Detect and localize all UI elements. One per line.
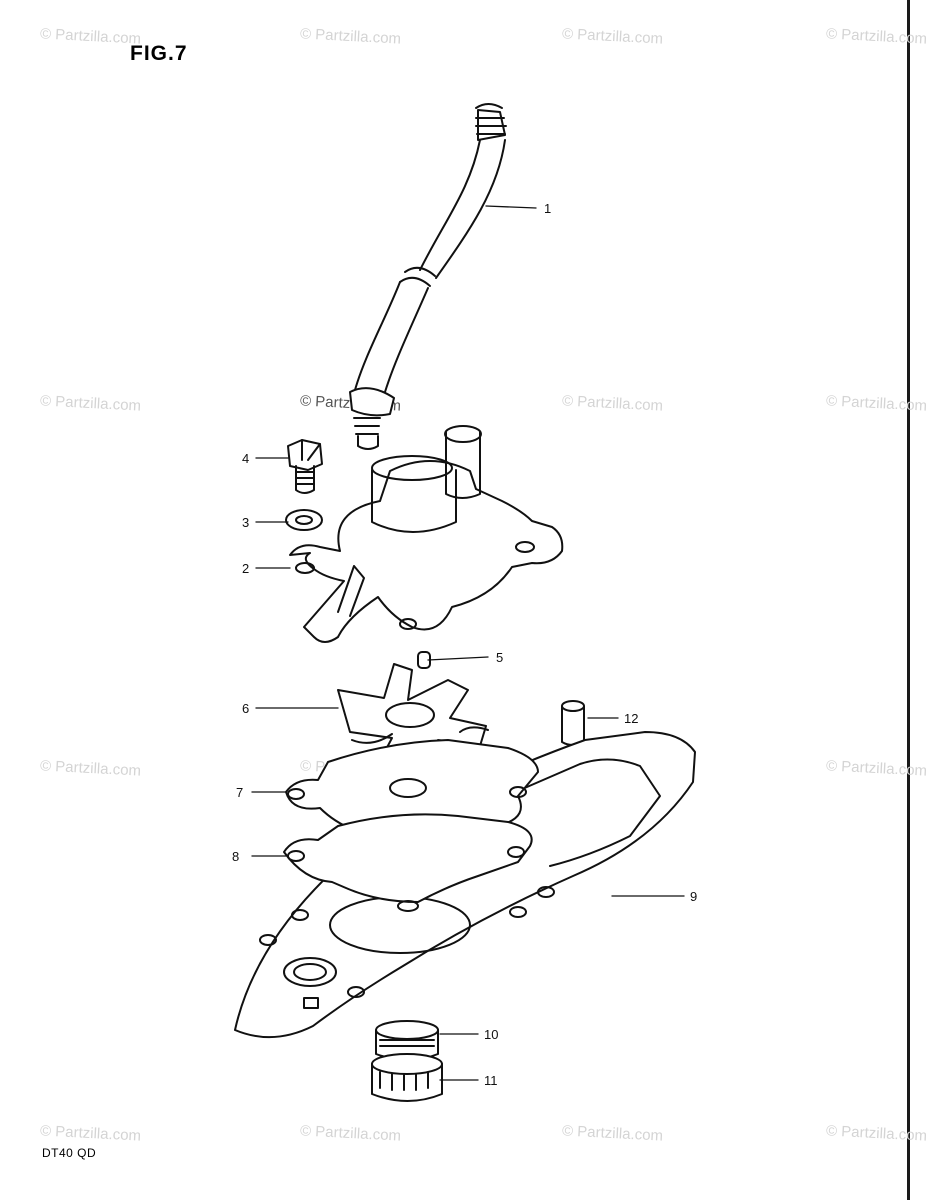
bearing-part[interactable] xyxy=(371,1053,443,1102)
gasket-lower-part[interactable] xyxy=(283,813,533,912)
dowel-pin-part[interactable] xyxy=(561,700,585,746)
callout-1: 1 xyxy=(544,201,552,216)
callout-6: 6 xyxy=(242,701,250,716)
callout-2: 2 xyxy=(242,561,250,576)
callout-4: 4 xyxy=(242,451,250,466)
water-tube-part[interactable] xyxy=(349,103,507,450)
bolt-part[interactable] xyxy=(287,439,323,494)
callout-11: 11 xyxy=(484,1073,498,1088)
figure-title: FIG.7 xyxy=(130,42,188,65)
callout-12: 12 xyxy=(624,711,639,726)
pump-case-part[interactable] xyxy=(289,425,564,643)
scan-edge-line xyxy=(907,0,910,1200)
callout-3: 3 xyxy=(242,515,250,530)
pump-plate-part[interactable] xyxy=(234,731,696,1039)
callout-7: 7 xyxy=(236,785,244,800)
callout-9: 9 xyxy=(690,889,698,904)
washer-part[interactable] xyxy=(285,509,323,531)
oil-seal-part[interactable] xyxy=(375,1020,439,1061)
callout-5: 5 xyxy=(496,650,504,665)
callout-8: 8 xyxy=(232,849,240,864)
leader-lines xyxy=(251,205,685,1081)
model-code: DT40 QD xyxy=(42,1146,97,1160)
callout-10: 10 xyxy=(484,1027,499,1042)
